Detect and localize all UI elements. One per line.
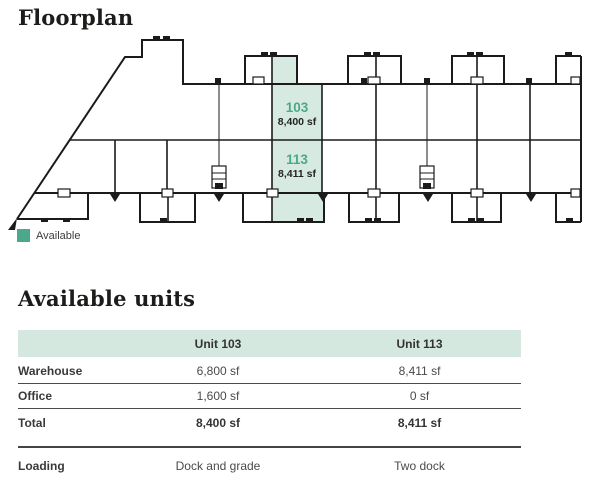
row-label: Warehouse	[18, 357, 118, 384]
empty-header-cell	[18, 330, 118, 357]
unit-113-column-header: Unit 113	[318, 330, 521, 357]
grid-markers	[110, 78, 536, 202]
available-color-swatch	[17, 229, 30, 242]
building-outline	[8, 39, 582, 230]
table-row-warehouse: Warehouse 6,800 sf 8,411 sf	[18, 357, 521, 384]
unit-103-size: 8,400 sf	[278, 116, 317, 128]
table-cell: 6,800 sf	[118, 357, 318, 384]
table-cell: 0 sf	[318, 383, 521, 409]
table-row-total: Total 8,400 sf 8,411 sf	[18, 408, 521, 448]
table-header-row: Unit 103 Unit 113	[18, 330, 521, 357]
unit-113-size: 8,411 sf	[278, 168, 316, 180]
table-row-office: Office 1,600 sf 0 sf	[18, 383, 521, 409]
table-row-loading: Loading Dock and grade Two dock	[18, 447, 521, 478]
available-units-table: Unit 103 Unit 113 Warehouse 6,800 sf 8,4…	[18, 330, 521, 478]
truck-icon	[419, 165, 435, 189]
unit-103-column-header: Unit 103	[118, 330, 318, 357]
table-cell: 8,411 sf	[318, 357, 521, 384]
available-unit-highlight	[272, 56, 324, 222]
row-label: Total	[18, 408, 118, 448]
table-cell: Dock and grade	[175, 459, 261, 473]
door-symbols	[57, 76, 581, 198]
row-label: Loading	[18, 459, 65, 473]
table-cell: 8,411 sf	[318, 408, 521, 448]
table-cell: 8,400 sf	[118, 408, 318, 448]
page-title: Floorplan	[18, 5, 134, 30]
roof-ticks	[41, 36, 573, 222]
table-cell: 1,600 sf	[118, 383, 318, 409]
row-label: Office	[18, 383, 118, 409]
unit-113-number: 113	[286, 152, 308, 167]
table-cell: Two dock	[394, 459, 445, 473]
legend: Available	[17, 229, 80, 242]
unit-103-number: 103	[286, 100, 309, 115]
floorplan-drawing: 103 8,400 sf 113 8,411 sf	[8, 36, 582, 230]
available-units-title: Available units	[18, 286, 196, 311]
truck-icon	[211, 165, 227, 189]
bottom-bumpouts	[139, 193, 581, 223]
legend-label: Available	[36, 229, 81, 242]
